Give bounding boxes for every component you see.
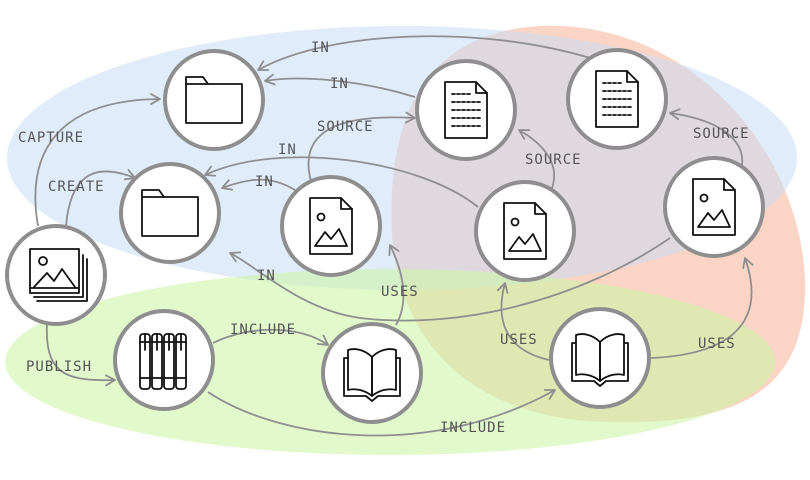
label-in-doc: IN (330, 76, 349, 92)
edge-in-top (257, 35, 591, 71)
label-source-mid: SOURCE (525, 152, 582, 168)
label-uses-right: USES (698, 336, 736, 352)
label-uses-center: USES (381, 284, 419, 300)
edge-in-mid (204, 156, 479, 208)
image-file-icon (692, 178, 736, 236)
edge-in-bottom (229, 237, 671, 322)
books-shelf-icon (139, 333, 187, 390)
node-image-file-far-right[interactable] (663, 156, 765, 258)
label-capture: CAPTURE (18, 130, 84, 146)
edge-create (65, 169, 136, 227)
node-library[interactable] (113, 309, 215, 411)
image-file-icon (503, 202, 547, 260)
node-book-center[interactable] (321, 322, 423, 424)
document-icon (444, 81, 488, 139)
folder-icon (185, 76, 243, 124)
edge-in-center (221, 178, 296, 191)
open-book-icon (571, 333, 629, 387)
nodes (5, 48, 765, 424)
edge-include-top (212, 328, 329, 346)
node-image-file-center[interactable] (280, 175, 382, 277)
label-source-right: SOURCE (693, 126, 750, 142)
label-in-top: IN (311, 40, 330, 56)
label-include-bottom: INCLUDE (440, 420, 506, 436)
node-document-mid[interactable] (415, 59, 517, 161)
node-book-right[interactable] (549, 307, 651, 409)
edge-source-right (669, 108, 744, 166)
open-book-icon (343, 348, 401, 402)
edge-labels: CAPTURE CREATE PUBLISH INCLUDE INCLUDE U… (18, 40, 750, 436)
folder-icon (141, 189, 199, 237)
region-blue (7, 26, 797, 290)
label-include-top: INCLUDE (230, 322, 296, 338)
edge-publish (45, 321, 116, 387)
edge-in-doc (264, 73, 416, 98)
node-document-right[interactable] (566, 48, 668, 150)
label-create: CREATE (48, 179, 105, 195)
label-in-center: IN (255, 174, 274, 190)
label-in-bottom: IN (257, 268, 276, 284)
label-uses-mid: USES (500, 332, 538, 348)
label-in-mid: IN (278, 142, 297, 158)
edge-uses-mid (496, 282, 550, 361)
node-image-file-mid-right[interactable] (474, 180, 576, 282)
edge-source-mid (518, 129, 555, 189)
node-image-collection[interactable] (5, 224, 107, 326)
edge-uses-right (650, 257, 754, 359)
image-file-icon (309, 197, 353, 255)
node-folder-top[interactable] (163, 49, 265, 151)
image-stack-icon (29, 248, 88, 302)
edge-source-center (307, 111, 416, 189)
node-folder-left[interactable] (119, 162, 221, 264)
edge-capture (34, 93, 161, 227)
label-publish: PUBLISH (26, 359, 92, 375)
label-source-center: SOURCE (317, 119, 374, 135)
edge-uses-center (388, 244, 405, 326)
document-icon (595, 70, 639, 128)
edges (34, 35, 754, 437)
edge-include-bottom (207, 389, 556, 437)
